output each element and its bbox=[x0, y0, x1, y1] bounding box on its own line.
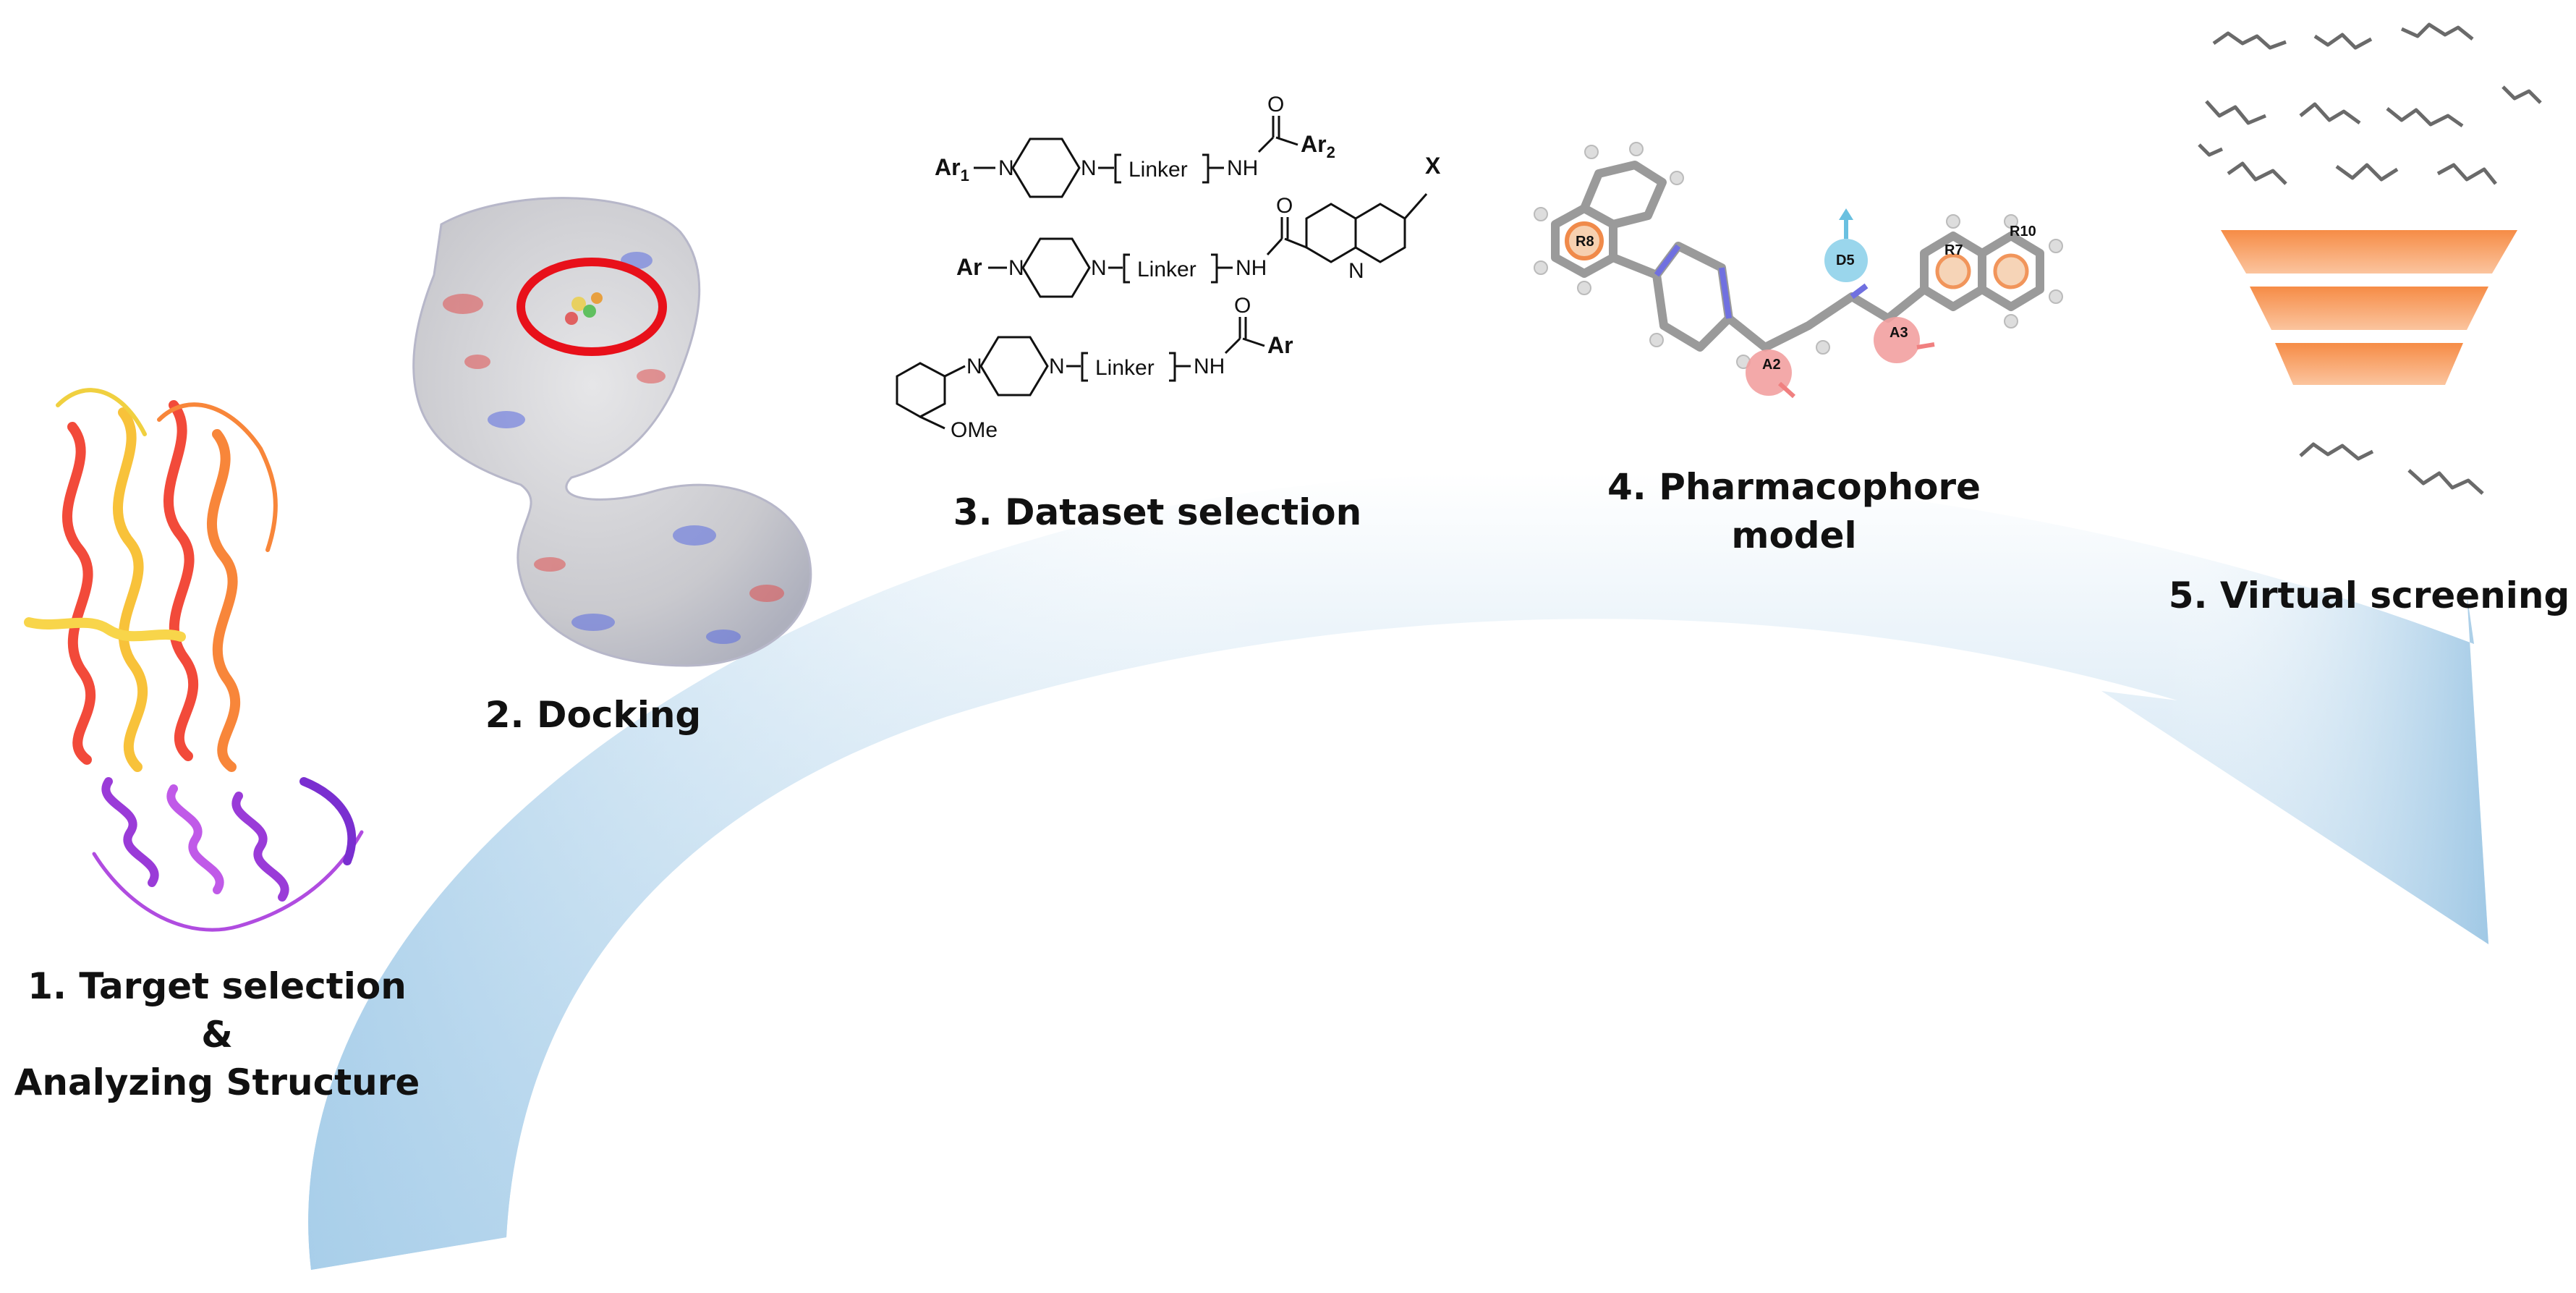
step-3-caption-line: 3. Dataset selection bbox=[953, 491, 1362, 533]
svg-text:D5: D5 bbox=[1836, 253, 1855, 268]
step-4-caption: 4. Pharmacophore model bbox=[1577, 463, 2011, 559]
ar-label: Ar bbox=[956, 254, 982, 280]
step-1-caption-line: Analyzing Structure bbox=[14, 1061, 420, 1103]
feature-A2: A2 bbox=[1746, 349, 1796, 399]
linker-label: Linker bbox=[1128, 158, 1188, 182]
n-label: N bbox=[1081, 156, 1097, 180]
step-1-caption-line: 1. Target selection bbox=[27, 965, 407, 1007]
docked-ligand bbox=[565, 292, 603, 325]
n-label: N bbox=[1091, 256, 1107, 280]
feature-R7: R7 bbox=[1935, 242, 1971, 289]
step-4-caption-line: model bbox=[1731, 514, 1857, 556]
o-label: O bbox=[1267, 93, 1284, 116]
docking-protein-surface bbox=[412, 197, 812, 667]
n-label: N bbox=[966, 355, 982, 378]
step-3-caption: 3. Dataset selection bbox=[940, 488, 1374, 537]
o-label: O bbox=[1276, 194, 1293, 218]
svg-text:R8: R8 bbox=[1576, 234, 1594, 250]
o-label: O bbox=[1234, 294, 1251, 318]
feature-D5: D5 bbox=[1824, 208, 1868, 282]
dataset-structure-3: OMe N N Linker NH O Ar bbox=[896, 294, 1293, 442]
step-4-caption-line: 4. Pharmacophore bbox=[1607, 466, 1981, 508]
dataset-structures: Ar1 N N Linker NH O Ar2 Ar N N bbox=[896, 93, 1441, 442]
feature-R10: R10 bbox=[1993, 224, 2036, 289]
n-label: N bbox=[1348, 259, 1364, 283]
ar-label: Ar bbox=[1267, 332, 1293, 358]
svg-text:R10: R10 bbox=[2010, 224, 2036, 239]
step-2-caption-line: 2. Docking bbox=[485, 694, 702, 736]
feature-A3: A3 bbox=[1874, 317, 1935, 363]
n-label: N bbox=[1049, 355, 1065, 378]
step-5-caption-line: 5. Virtual screening bbox=[2168, 575, 2570, 616]
linker-label: Linker bbox=[1137, 258, 1196, 281]
screening-hit-molecules bbox=[2299, 442, 2484, 495]
svg-text:A3: A3 bbox=[1890, 325, 1908, 341]
process-arrow bbox=[308, 472, 2488, 1270]
screening-library-molecules bbox=[2198, 22, 2542, 185]
dataset-structure-1: Ar1 N N Linker NH O Ar2 bbox=[935, 93, 1335, 198]
nh-label: NH bbox=[1227, 156, 1258, 180]
step-1-caption-line: & bbox=[201, 1013, 233, 1056]
svg-text:R7: R7 bbox=[1944, 242, 1963, 258]
target-protein-structure bbox=[24, 388, 364, 932]
ome-label: OMe bbox=[951, 418, 998, 442]
dataset-structure-2: Ar N N Linker NH O N X bbox=[956, 153, 1441, 298]
x-label: X bbox=[1425, 153, 1441, 179]
nh-label: NH bbox=[1194, 355, 1225, 378]
linker-label: Linker bbox=[1095, 356, 1155, 380]
feature-R8: R8 bbox=[1565, 221, 1604, 260]
n-label: N bbox=[1008, 256, 1024, 280]
ar2-label: Ar2 bbox=[1301, 131, 1335, 161]
step-5-caption: 5. Virtual screening bbox=[2163, 572, 2575, 620]
ar1-label: Ar1 bbox=[935, 154, 969, 185]
n-label: N bbox=[998, 156, 1014, 180]
screening-funnel bbox=[2221, 230, 2517, 385]
step-1-caption: 1. Target selection & Analyzing Structur… bbox=[0, 962, 434, 1107]
step-2-caption: 2. Docking bbox=[449, 691, 738, 739]
nh-label: NH bbox=[1236, 256, 1267, 280]
binding-site-highlight bbox=[517, 258, 667, 356]
svg-text:A2: A2 bbox=[1762, 357, 1781, 373]
pharmacophore-model: R8 D5 R7 R10 A2 A3 bbox=[1534, 142, 2063, 399]
